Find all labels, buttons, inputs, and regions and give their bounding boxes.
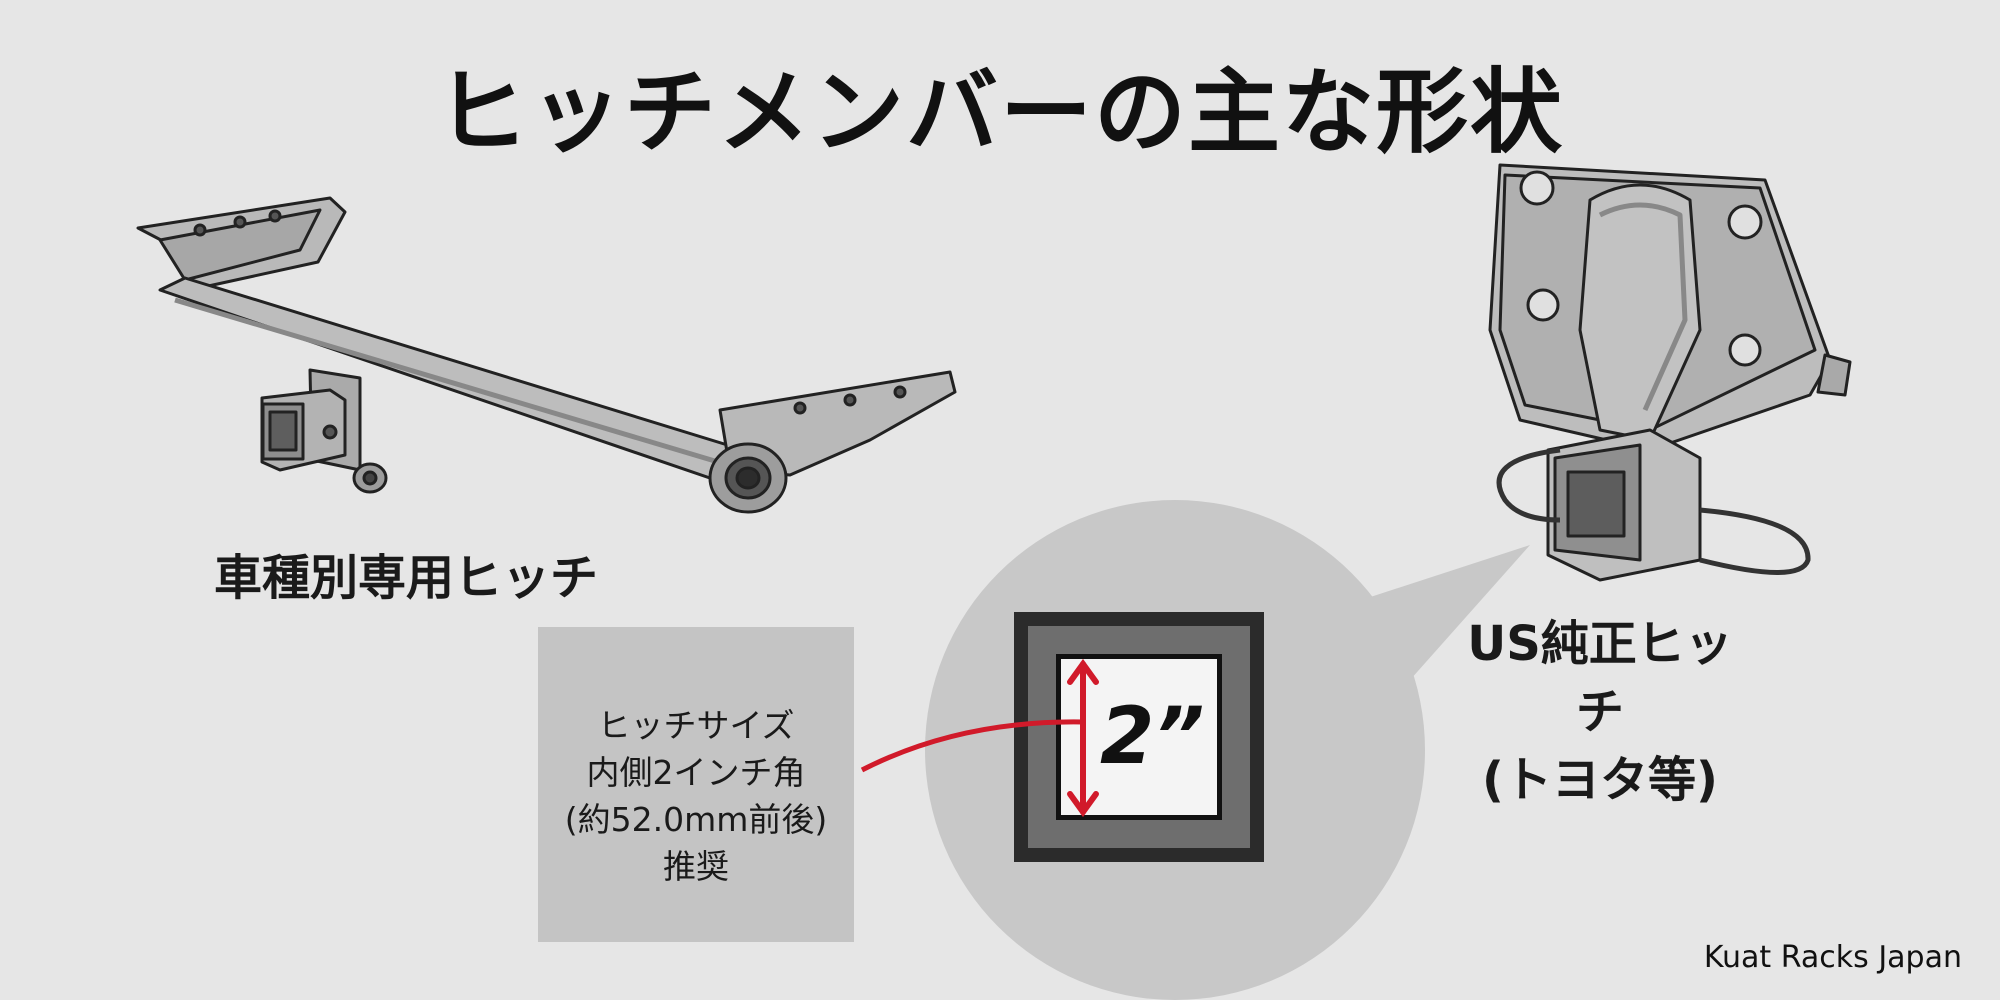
- info-line: 推奨: [663, 847, 729, 886]
- vehicle-specific-hitch-drawing: [136, 196, 957, 514]
- leader-line: [860, 719, 1084, 773]
- hitch-size-label: 2”: [1100, 692, 1205, 782]
- us-oem-hitch-label-line1: US純正ヒッチ: [1467, 616, 1733, 740]
- info-box: [538, 627, 854, 942]
- info-line: (約52.0mm前後): [564, 800, 828, 839]
- info-line: 内側2インチ角: [586, 753, 806, 792]
- info-text: ヒッチサイズ 内側2インチ角 (約52.0mm前後) 推奨: [538, 702, 854, 890]
- credit-text: Kuat Racks Japan: [1703, 940, 1962, 975]
- page-title: ヒッチメンバーの主な形状: [435, 59, 1564, 166]
- dimension-arrow: [1067, 658, 1099, 818]
- us-oem-hitch-drawing: [1488, 163, 1852, 582]
- us-oem-hitch-label-line2: (トヨタ等): [1482, 752, 1718, 808]
- vehicle-specific-hitch-label: 車種別専用ヒッチ: [214, 550, 599, 606]
- us-oem-hitch-label: US純正ヒッチ (トヨタ等): [1450, 610, 1750, 814]
- info-line: ヒッチサイズ: [597, 706, 795, 745]
